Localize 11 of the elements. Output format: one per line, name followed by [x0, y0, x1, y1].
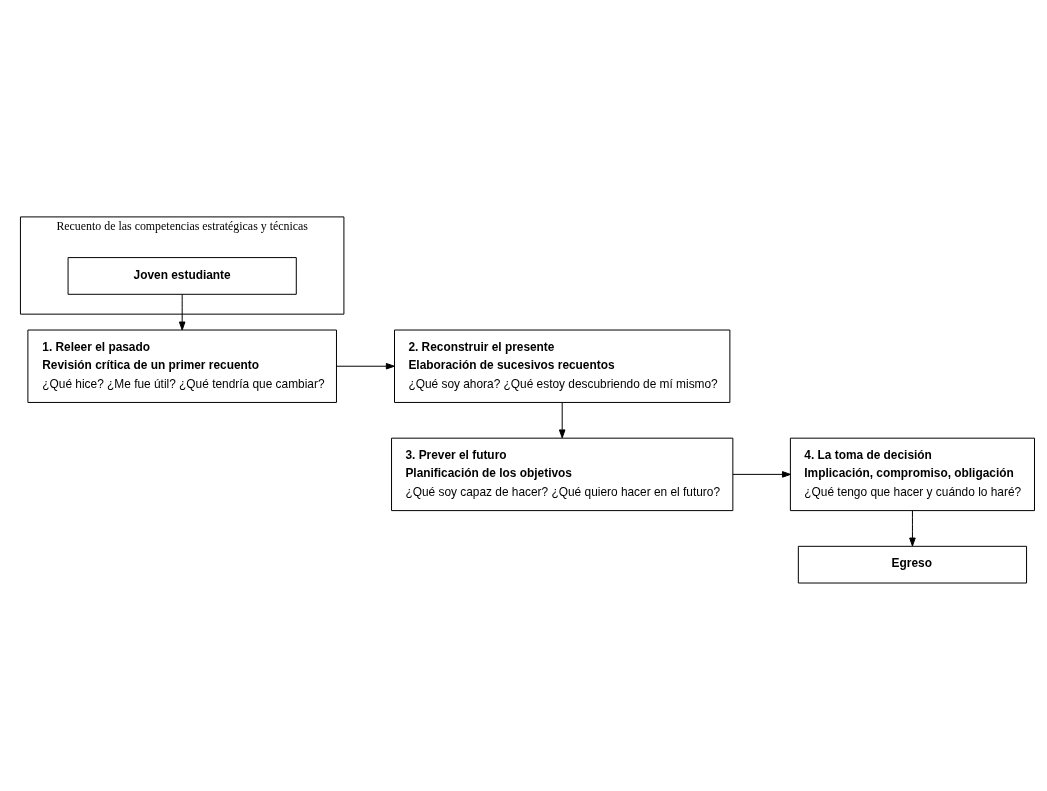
node-box: Joven estudiante: [67, 256, 297, 295]
node-box: Egreso: [797, 545, 1028, 584]
node-box: 3. Prever el futuro Planificación de los objetivos ¿Qué soy capaz de hacer? ¿Qué quiero hacer en el futuro?: [391, 437, 734, 511]
arrow: [336, 362, 395, 369]
node-box: 1. Releer el pasado Revisión crítica de un primer recuento ¿Qué hice? ¿Me fue útil? ¿Qué tendría que cambiar?: [27, 329, 337, 403]
node-box: 4. La toma de decisión Implicación, compromiso, obligación ¿Qué tengo que hacer y cuándo lo haré?: [789, 437, 1035, 511]
node-box: 2. Reconstruir el presente Elaboración de sucesivos recuentos ¿Qué soy ahora? ¿Qué estoy descubriendo de mí mismo?: [394, 329, 731, 403]
arrow: [178, 293, 186, 330]
arrow: [732, 470, 791, 478]
arrow: [558, 401, 566, 438]
arrow: [909, 509, 916, 546]
